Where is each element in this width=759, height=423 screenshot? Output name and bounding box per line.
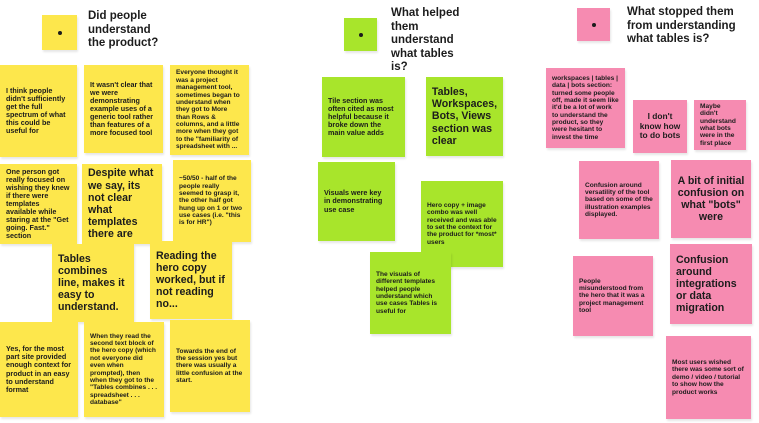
sticky-note[interactable]: Everyone thought it was a project manage…	[170, 65, 249, 155]
sticky-note[interactable]: workspaces | tables | data | bots sectio…	[546, 68, 625, 148]
sticky-note[interactable]: Despite what we say, its not clear what …	[82, 164, 162, 244]
pink-column-title: What stopped them from understanding wha…	[627, 6, 736, 46]
sticky-note[interactable]: I don't know how to do bots	[633, 100, 687, 153]
sticky-note[interactable]: It wasn't clear that we were demonstrati…	[84, 65, 163, 153]
sticky-note[interactable]: Confusion around versatility of the tool…	[579, 161, 659, 239]
sticky-note[interactable]: People misunderstood from the hero that …	[573, 256, 653, 336]
sticky-note[interactable]: The visuals of different templates helpe…	[370, 252, 451, 334]
pink-header-sticky[interactable]	[577, 8, 610, 41]
yellow-column-title: Did people understand the product?	[88, 10, 159, 50]
sticky-note[interactable]: Reading the hero copy worked, but if not…	[150, 241, 232, 319]
dot-icon	[57, 30, 62, 35]
dot-icon	[358, 32, 363, 37]
sticky-note[interactable]: Visuals were key in demonstrating use ca…	[318, 162, 395, 241]
sticky-note[interactable]: Yes, for the most part site provided eno…	[0, 322, 78, 417]
sticky-note[interactable]: When they read the second text block of …	[84, 322, 164, 417]
dot-icon	[591, 22, 596, 27]
green-header-sticky[interactable]	[344, 18, 377, 51]
sticky-note[interactable]: Tile section was often cited as most hel…	[322, 77, 405, 157]
sticky-note[interactable]: One person got really focused on wishing…	[0, 164, 77, 244]
sticky-note[interactable]: I think people didn't sufficiently get t…	[0, 65, 77, 157]
sticky-note[interactable]: Towards the end of the session yes but t…	[170, 320, 250, 412]
green-column-title: What helped them understand what tables …	[391, 7, 460, 74]
sticky-note[interactable]: Most users wished there was some sort of…	[666, 336, 751, 419]
sticky-note[interactable]: Maybe didn't understand what bots were i…	[694, 100, 746, 150]
sticky-note[interactable]: A bit of initial confusion on what "bots…	[671, 160, 751, 238]
sticky-note[interactable]: Tables, Workspaces, Bots, Views section …	[426, 77, 503, 156]
yellow-header-sticky[interactable]	[42, 15, 77, 50]
sticky-note[interactable]: Tables combines line, makes it easy to u…	[52, 244, 134, 322]
sticky-note[interactable]: ~50/50 - half of the people really seeme…	[173, 160, 251, 242]
sticky-note[interactable]: Confusion around integrations or data mi…	[670, 244, 752, 324]
